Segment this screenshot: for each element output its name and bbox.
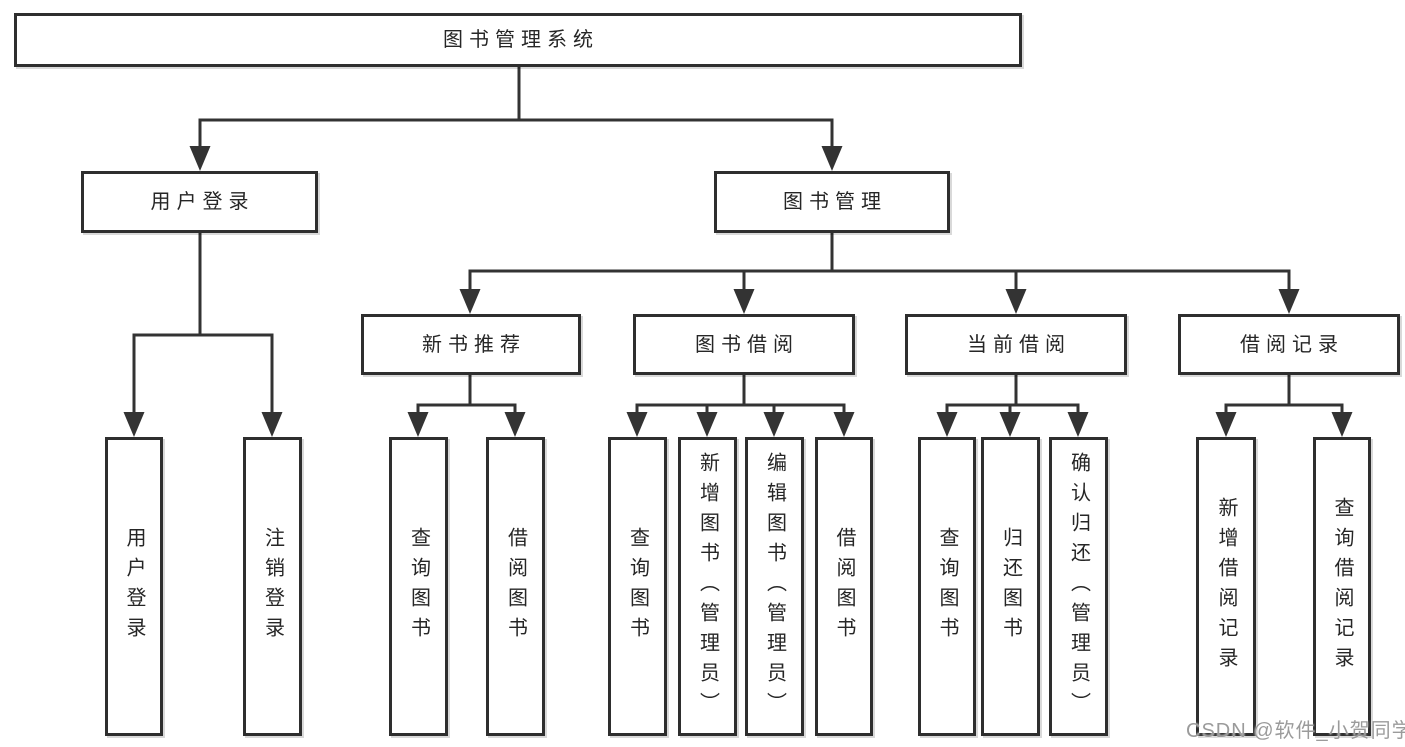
leaf-query-books-recommend: 查询图书 [389, 437, 448, 736]
leaf-edit-books-admin: 编辑图书（管理员） [745, 437, 804, 736]
leaf-confirm-return-admin: 确认归还（管理员） [1049, 437, 1108, 736]
leaf-borrow-books-label: 借阅图书 [833, 526, 855, 647]
connector-book-management [459, 233, 1300, 314]
connector-root [189, 67, 843, 171]
leaf-query-books-borrow: 查询图书 [608, 437, 667, 736]
leaf-confirm-return-admin-label: 确认归还（管理员） [1067, 451, 1090, 722]
node-borrowing-records-label: 借阅记录 [1240, 333, 1344, 356]
leaf-borrow-books: 借阅图书 [815, 437, 873, 736]
csdn-watermark: CSDN @软件_小贺同学 [1186, 720, 1405, 742]
leaf-query-books-current: 查询图书 [918, 437, 976, 736]
leaf-add-borrow-record: 新增借阅记录 [1196, 437, 1256, 736]
leaf-return-books: 归还图书 [981, 437, 1040, 736]
node-root: 图书管理系统 [14, 13, 1022, 67]
leaf-user-login-label: 用户登录 [123, 526, 145, 647]
leaf-edit-books-admin-label: 编辑图书（管理员） [763, 451, 786, 722]
connector-borrowing-records [1215, 375, 1353, 437]
node-new-book-recommendation: 新书推荐 [361, 314, 581, 375]
node-new-book-recommendation-label: 新书推荐 [422, 333, 526, 356]
leaf-add-borrow-record-label: 新增借阅记录 [1215, 496, 1237, 677]
leaf-return-books-label: 归还图书 [999, 526, 1022, 647]
connector-new-book-recommendation [407, 375, 526, 437]
connector-user-login [123, 233, 283, 437]
node-user-login: 用户登录 [81, 171, 318, 233]
node-book-management-label: 图书管理 [783, 191, 887, 213]
leaf-query-borrow-record: 查询借阅记录 [1313, 437, 1371, 736]
node-root-label: 图书管理系统 [443, 29, 599, 51]
leaf-query-books-borrow-label: 查询图书 [626, 526, 649, 647]
leaf-borrow-books-recommend: 借阅图书 [486, 437, 545, 736]
node-book-borrowing-label: 图书借阅 [695, 333, 799, 356]
node-borrowing-records: 借阅记录 [1178, 314, 1400, 375]
node-book-borrowing: 图书借阅 [633, 314, 855, 375]
node-book-management: 图书管理 [714, 171, 950, 233]
leaf-add-books-admin: 新增图书（管理员） [678, 437, 737, 736]
leaf-query-books-current-label: 查询图书 [936, 526, 958, 647]
leaf-user-login: 用户登录 [105, 437, 163, 736]
leaf-add-books-admin-label: 新增图书（管理员） [696, 451, 719, 722]
connector-current-borrowing [936, 375, 1089, 437]
connector-book-borrowing [626, 375, 855, 437]
leaf-logout-label: 注销登录 [261, 526, 284, 647]
leaf-query-borrow-record-label: 查询借阅记录 [1331, 496, 1353, 677]
node-current-borrowing: 当前借阅 [905, 314, 1127, 375]
leaf-borrow-books-recommend-label: 借阅图书 [504, 526, 527, 647]
leaf-query-books-recommend-label: 查询图书 [407, 526, 430, 647]
leaf-logout: 注销登录 [243, 437, 302, 736]
node-current-borrowing-label: 当前借阅 [967, 333, 1071, 356]
node-user-login-label: 用户登录 [150, 191, 255, 213]
